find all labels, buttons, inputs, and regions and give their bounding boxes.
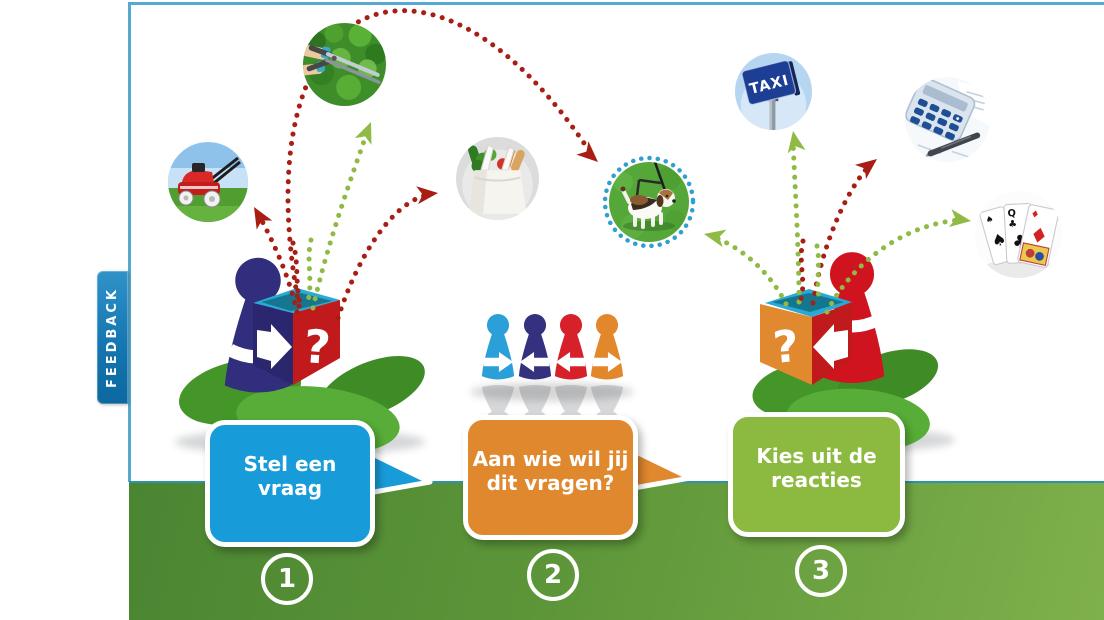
dog-dotted-ring xyxy=(602,155,696,249)
card-diamond-small: ♦ xyxy=(1030,209,1041,222)
arrow-into-box-left xyxy=(257,324,292,369)
question-box-left: ? xyxy=(253,288,340,385)
question-mark-right: ? xyxy=(771,321,801,374)
dog-photo-group xyxy=(601,154,697,250)
groceries-photo xyxy=(456,137,539,220)
card-diamond-big: ♦ xyxy=(1027,222,1050,249)
taxi-sign-photo: TAXI xyxy=(735,53,812,130)
arrow-into-box-right xyxy=(813,324,848,369)
feedback-tab[interactable]: FEEDBACK xyxy=(97,271,128,404)
step-bubble-2-text: Aan wie wil jij dit vragen? xyxy=(472,447,629,495)
step-number-1: 1 xyxy=(261,553,313,605)
card-spade-big: ♠ xyxy=(989,229,1008,251)
step-bubble-1-text: Stel een vraag xyxy=(243,452,337,500)
step-number-3: 3 xyxy=(795,545,847,597)
calculator-photo xyxy=(905,77,990,162)
card-spade-small: ♠ xyxy=(985,214,995,226)
playing-cards-photo: ♠ ♠ Q ♣ ♣ ♦ ♦ xyxy=(975,191,1062,278)
hedge-trimming-photo xyxy=(303,23,386,106)
step-bubble-3: Kies uit de reacties xyxy=(728,412,905,537)
dog-photo xyxy=(609,162,689,242)
step-number-2: 2 xyxy=(527,549,579,601)
audience-pawns xyxy=(481,314,624,424)
step-bubble-1: Stel een vraag xyxy=(205,420,375,547)
step-number-1-label: 1 xyxy=(277,564,297,594)
question-mark-left: ? xyxy=(302,319,332,375)
frame-left-border xyxy=(128,2,131,482)
dotted-arrows xyxy=(246,8,973,321)
frame-top-border xyxy=(128,2,1104,5)
step-number-2-label: 2 xyxy=(543,560,563,590)
card-rank-q: Q xyxy=(1007,208,1016,219)
question-box-right: ? xyxy=(760,289,852,385)
card-club-small: ♣ xyxy=(1008,219,1017,230)
step-bubble-2: Aan wie wil jij dit vragen? xyxy=(463,415,638,540)
step-bubble-3-text: Kies uit de reacties xyxy=(756,444,877,492)
step-number-3-label: 3 xyxy=(811,556,831,586)
lawnmower-photo xyxy=(168,142,248,222)
